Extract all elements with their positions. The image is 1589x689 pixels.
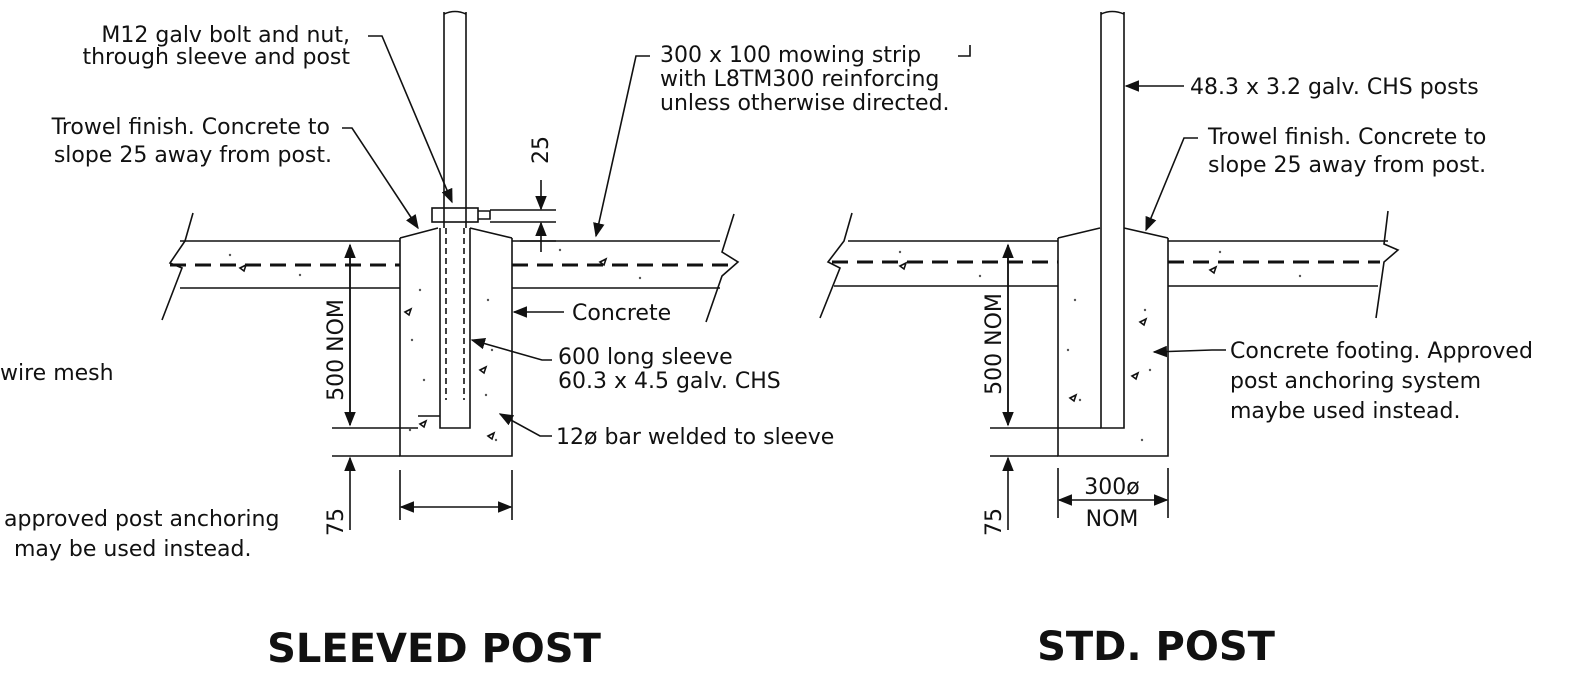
label-bar: 12ø bar welded to sleeve (556, 425, 834, 450)
leaders-left (342, 35, 971, 437)
label-concrete: Concrete (572, 301, 671, 326)
label-mowing-3: unless otherwise directed. (660, 91, 950, 116)
mowing-strip-right (819, 210, 1400, 319)
dim-diameter-nom-label: NOM (1086, 507, 1139, 532)
label-bolt-1: M12 galv bolt and nut, (101, 23, 350, 48)
dim-25-label: 25 (529, 136, 554, 164)
sleeve-and-post (418, 10, 491, 429)
label-approved-fragment-1: approved post anchoring (4, 507, 279, 532)
label-sleeve-2: 60.3 x 4.5 galv. CHS (558, 369, 781, 394)
leaders-right (1124, 80, 1226, 358)
concrete-hatching-left (228, 248, 642, 442)
label-trowel-right-1: Trowel finish. Concrete to (1207, 125, 1486, 150)
dim-500-left-label: 500 NOM (324, 299, 349, 401)
std-post (1100, 10, 1125, 429)
dimension-width-left (399, 470, 513, 520)
dimension-500-right (990, 243, 1101, 530)
concrete-footing-right (1057, 227, 1169, 457)
label-sleeve-1: 600 long sleeve (558, 345, 733, 370)
concrete-hatching-right (898, 250, 1302, 442)
dim-diameter-label: 300ø (1084, 475, 1139, 500)
dimension-500-left (332, 243, 418, 530)
title-std-post: STD. POST (1037, 624, 1276, 670)
label-footing-2: post anchoring system (1230, 369, 1481, 394)
label-wire-mesh-fragment: wire mesh (0, 361, 114, 386)
label-trowel-left-2: slope 25 away from post. (54, 143, 332, 168)
label-bolt-2: through sleeve and post (82, 45, 350, 70)
title-sleeved-post: SLEEVED POST (267, 626, 601, 672)
label-trowel-left-1: Trowel finish. Concrete to (51, 115, 330, 140)
label-mowing-2: with L8TM300 reinforcing (660, 67, 939, 92)
label-approved-fragment-2: may be used instead. (14, 537, 251, 562)
label-trowel-right-2: slope 25 away from post. (1208, 153, 1486, 178)
dimension-diameter (1057, 468, 1169, 518)
concrete-footing-left (399, 227, 513, 457)
dim-75-right-label: 75 (982, 508, 1007, 536)
dim-500-right-label: 500 NOM (982, 293, 1007, 395)
std-post-detail: 500 NOM 75 300ø NOM (819, 10, 1400, 536)
sleeved-post-detail: 25 500 NOM 75 (161, 10, 971, 536)
label-mowing-1: 300 x 100 mowing strip (660, 43, 921, 68)
label-footing-1: Concrete footing. Approved (1230, 339, 1533, 364)
dim-75-left-label: 75 (324, 508, 349, 536)
dimension-25 (490, 180, 556, 252)
label-chs-posts: 48.3 x 3.2 galv. CHS posts (1190, 75, 1479, 100)
label-footing-3: maybe used instead. (1230, 399, 1460, 424)
